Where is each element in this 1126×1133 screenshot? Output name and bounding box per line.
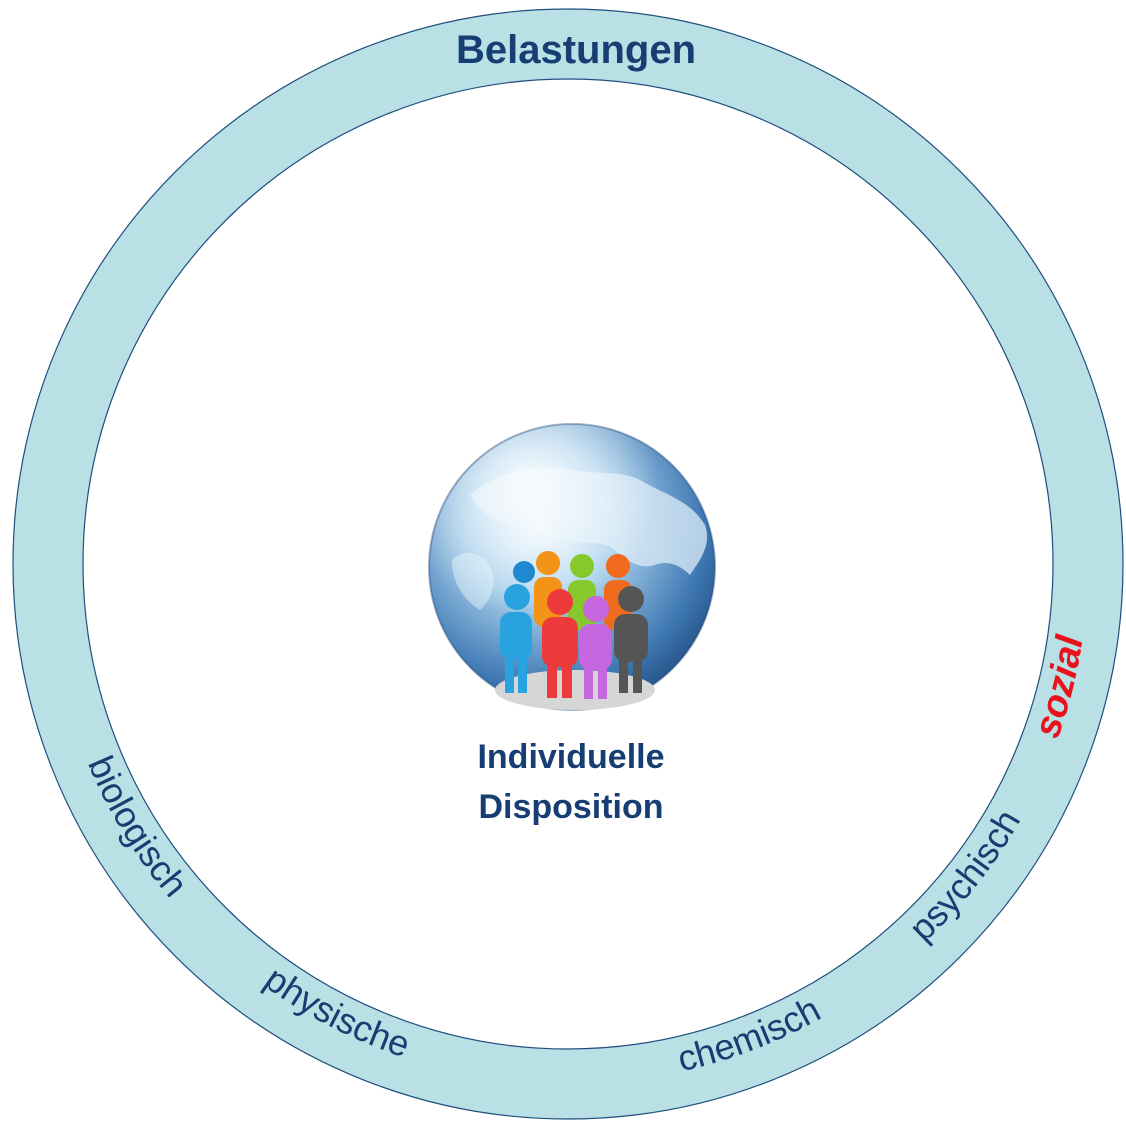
globe-with-people-icon (428, 423, 716, 711)
ring-title: Belastungen (456, 28, 696, 72)
ring-inner-edge (82, 78, 1054, 1050)
center-label-line2: Disposition (478, 788, 663, 826)
belastungen-ring (13, 9, 1123, 1119)
center-label-line1: Individuelle (477, 738, 664, 776)
ring-outer-edge (12, 8, 1124, 1120)
